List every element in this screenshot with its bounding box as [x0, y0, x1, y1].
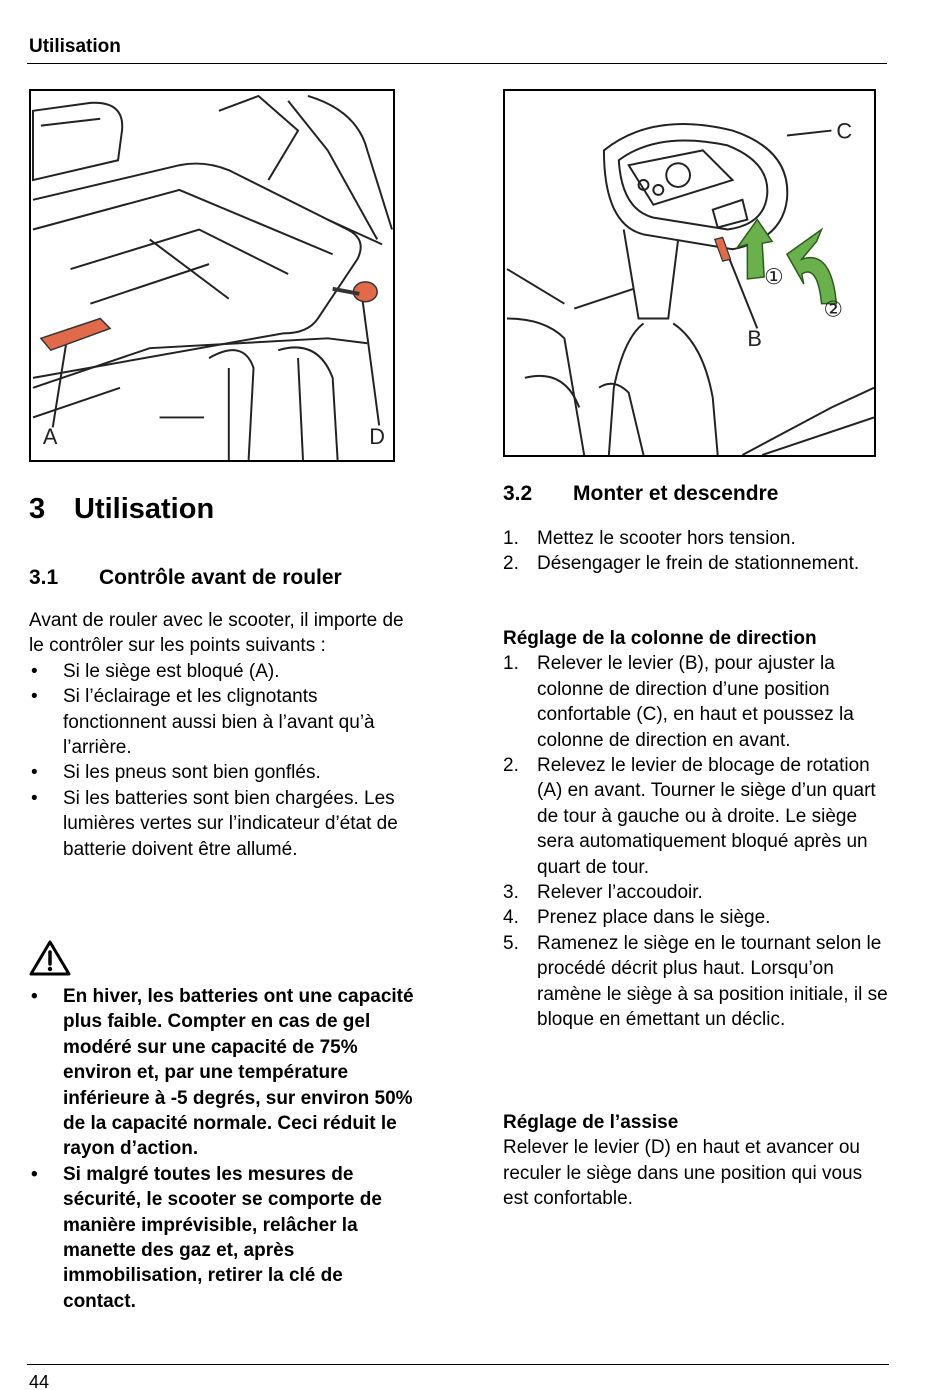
list-item: •Si les batteries sont bien chargées. Le… — [31, 787, 398, 860]
seat-adjustment-title: Réglage de l’assise — [503, 1112, 679, 1133]
seat-adjustment-text: Relever le levier (D) en haut et avancer… — [503, 1137, 863, 1210]
steering-steps: 1.Relever le levier (B), pour ajuster la… — [503, 651, 888, 1032]
warning-list: •En hiver, les batteries ont une capacit… — [29, 984, 419, 1314]
list-item: •Si l’éclairage et les clignotants fonct… — [31, 686, 375, 759]
list-item: 3.Relever l’accoudoir. — [503, 882, 703, 904]
section-heading: 3 Utilisation — [29, 493, 214, 526]
list-item: 5.Ramenez le siège en le tournant selon … — [503, 932, 888, 1031]
list-item: •Si malgré toutes les mesures de sécurit… — [31, 1163, 382, 1312]
header-divider — [27, 63, 887, 64]
subsection-32-number: 3.2 — [503, 482, 533, 505]
bullet-icon: • — [31, 762, 38, 784]
subsection-32-title: Monter et descendre — [573, 482, 779, 505]
running-header: Utilisation — [29, 36, 121, 57]
bullet-icon: • — [31, 660, 38, 682]
warning-icon — [29, 940, 71, 976]
boarding-steps: 1.Mettez le scooter hors tension. 2.Dése… — [503, 526, 888, 577]
steering-adjustment-title: Réglage de la colonne de direction — [503, 628, 817, 649]
label-a: A — [43, 424, 58, 449]
warning-list-block: •En hiver, les batteries ont une capacit… — [29, 984, 419, 1314]
footer-divider — [27, 1364, 889, 1365]
bullet-icon: • — [31, 986, 38, 1007]
subsection-32-heading: 3.2 Monter et descendre — [503, 482, 778, 506]
bullet-icon: • — [31, 1163, 38, 1185]
subsection-31-heading: 3.1 Contrôle avant de rouler — [29, 566, 342, 590]
list-item: 4.Prenez place dans le siège. — [503, 907, 771, 929]
list-item: 1.Relever le levier (B), pour ajuster la… — [503, 653, 854, 751]
label-c: C — [836, 118, 852, 143]
check-list: •Si le siège est bloqué (A). •Si l’éclai… — [29, 659, 414, 862]
list-item: 2.Relevez le levier de blocage de rotati… — [503, 755, 876, 878]
bullet-icon: • — [31, 686, 38, 708]
label-arrow-2: ② — [824, 298, 844, 323]
list-item: •En hiver, les batteries ont une capacit… — [31, 986, 414, 1160]
section-number: 3 — [29, 493, 46, 525]
list-item: 2.Désengager le frein de stationnement. — [503, 553, 860, 575]
section-title: Utilisation — [74, 493, 215, 525]
label-b: B — [747, 326, 762, 351]
seat-illustration: A D — [29, 89, 395, 462]
subsection-31-body: Avant de rouler avec le scooter, il impo… — [29, 608, 414, 862]
subsection-31-title: Contrôle avant de rouler — [99, 566, 342, 589]
subsection-31-number: 3.1 — [29, 566, 59, 589]
bullet-icon: • — [31, 787, 38, 809]
list-item: 1.Mettez le scooter hors tension. — [503, 528, 796, 549]
subsection-32-steps: 1.Mettez le scooter hors tension. 2.Dése… — [503, 526, 888, 577]
label-arrow-1: ① — [764, 265, 784, 290]
steering-adjustment-block: Réglage de la colonne de direction 1.Rel… — [503, 626, 888, 1033]
label-d: D — [369, 424, 385, 449]
subsection-31-intro: Avant de rouler avec le scooter, il impo… — [29, 610, 404, 657]
steering-column-illustration: C B ① ② — [503, 89, 876, 457]
list-item: •Si les pneus sont bien gonflés. — [29, 760, 414, 785]
list-item: •Si le siège est bloqué (A). — [29, 659, 414, 684]
seat-adjustment-block: Réglage de l’assise Relever le levier (D… — [503, 1110, 888, 1212]
page-number: 44 — [29, 1372, 50, 1390]
